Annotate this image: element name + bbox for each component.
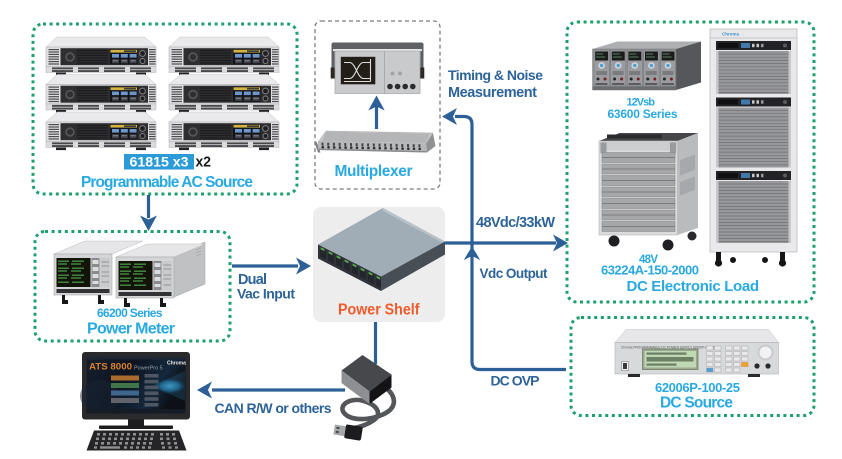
svg-text:12Vsb: 12Vsb	[627, 97, 656, 109]
svg-text:Vdc Output: Vdc Output	[480, 266, 549, 281]
svg-text:48V: 48V	[639, 254, 658, 266]
svg-text:PowerPro 5: PowerPro 5	[134, 366, 163, 372]
svg-text:CAN R/W or others: CAN R/W or others	[215, 400, 332, 416]
svg-text:DC Source: DC Source	[660, 395, 733, 412]
svg-text:DC Electronic Load: DC Electronic Load	[627, 278, 760, 295]
svg-text:Timing & Noise: Timing & Noise	[448, 67, 543, 83]
svg-text:66200 Series: 66200 Series	[97, 306, 163, 320]
svg-text:Chroma: Chroma	[167, 361, 186, 367]
svg-text:Vac Input: Vac Input	[237, 286, 295, 302]
svg-text:63600 Series: 63600 Series	[608, 107, 678, 121]
svg-text:Power Shelf: Power Shelf	[338, 302, 420, 319]
svg-text:DC OVP: DC OVP	[491, 373, 540, 389]
svg-text:61815 x3: 61815 x3	[130, 153, 189, 169]
svg-text:Power Meter: Power Meter	[87, 321, 175, 338]
svg-text:Chroma PROGRAMMABLE DC POWER: Chroma PROGRAMMABLE DC POWER SUPPLY 6200…	[621, 346, 715, 350]
svg-text:Multiplexer: Multiplexer	[335, 163, 413, 180]
svg-text:48Vdc/33kW: 48Vdc/33kW	[476, 215, 555, 231]
svg-text:Measurement: Measurement	[448, 85, 537, 101]
svg-text:Programmable AC Source: Programmable AC Source	[81, 174, 253, 191]
svg-text:x2: x2	[196, 154, 212, 170]
svg-text:Dual: Dual	[238, 272, 267, 288]
svg-text:63224A-150-2000: 63224A-150-2000	[601, 263, 699, 278]
svg-text:Chroma: Chroma	[722, 32, 739, 37]
svg-text:ATS 8000: ATS 8000	[89, 362, 132, 373]
svg-text:62006P-100-25: 62006P-100-25	[655, 380, 740, 395]
